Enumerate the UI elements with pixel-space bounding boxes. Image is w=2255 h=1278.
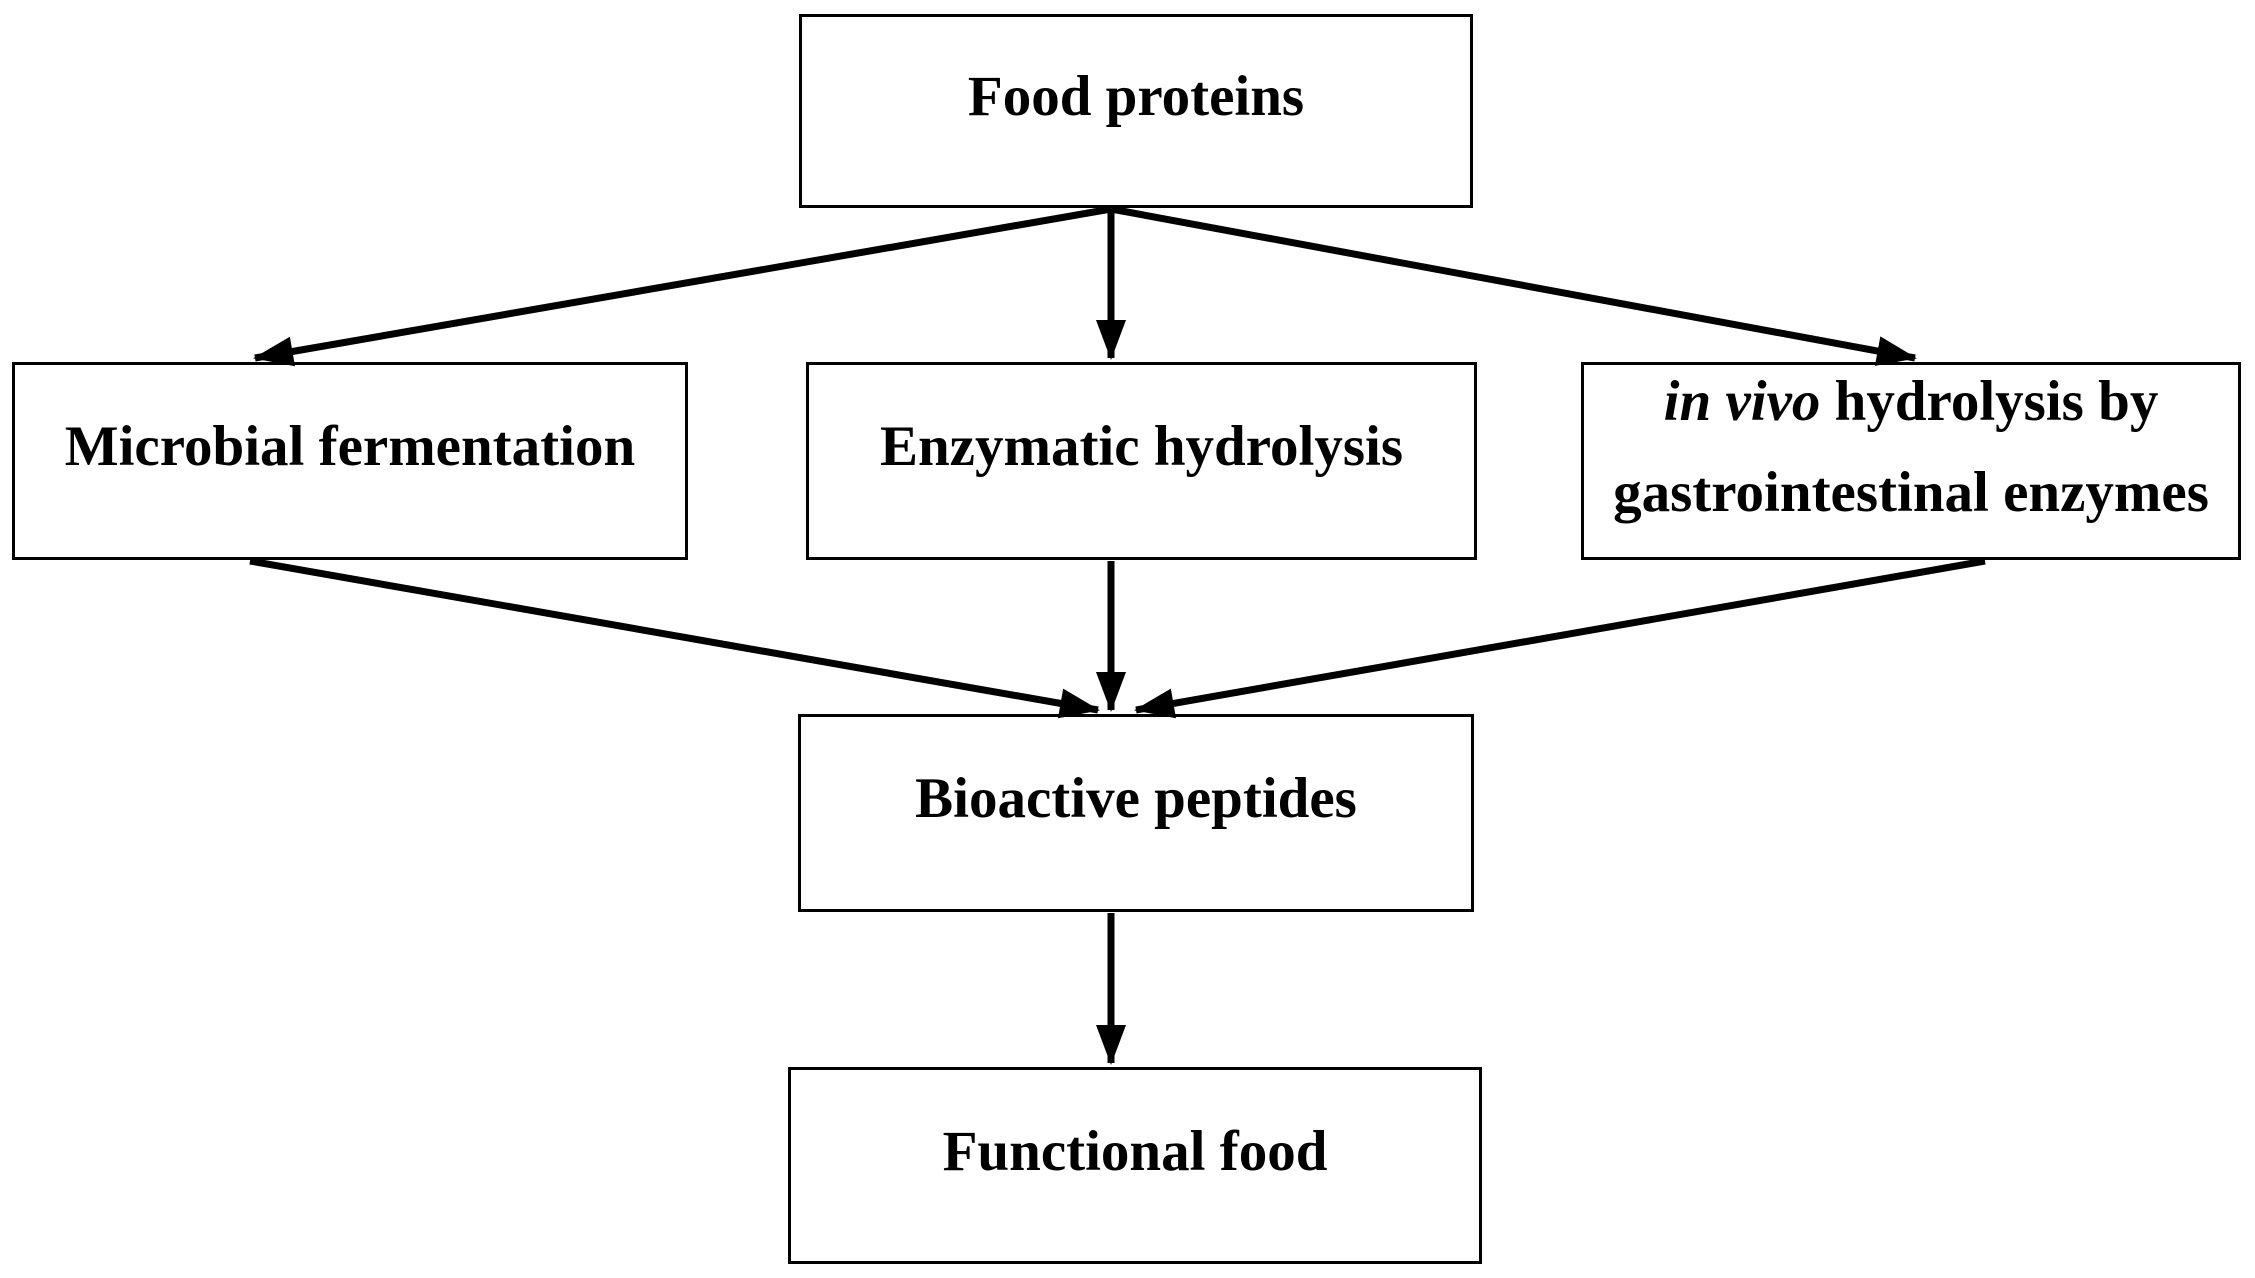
node-bioactive-peptides: Bioactive peptides	[798, 714, 1474, 912]
node-microbial-fermentation-label: Microbial fermentation	[64, 415, 636, 479]
node-bioactive-peptides-label: Bioactive peptides	[915, 767, 1357, 831]
arrow-food-to-microbial	[253, 205, 1112, 367]
node-enzymatic-hydrolysis: Enzymatic hydrolysis	[806, 362, 1477, 560]
node-food-proteins-label: Food proteins	[967, 65, 1305, 129]
arrow-microbial-to-bioactive	[249, 557, 1100, 719]
node-functional-food-label: Functional food	[942, 1119, 1328, 1183]
node-in-vivo-hydrolysis-label-line2: gastrointestinal enzymes	[1613, 461, 2209, 524]
node-in-vivo-hydrolysis-label-line1: in vivo hydrolysis by	[1664, 356, 2159, 447]
node-functional-food: Functional food	[788, 1067, 1482, 1264]
node-enzymatic-hydrolysis-label: Enzymatic hydrolysis	[879, 415, 1404, 479]
arrow-invivo-to-bioactive	[1134, 557, 1986, 719]
node-in-vivo-hydrolysis: in vivo hydrolysis by gastrointestinal e…	[1581, 362, 2241, 560]
node-microbial-fermentation: Microbial fermentation	[12, 362, 688, 560]
in-vivo-line1-rest-text: hydrolysis by	[1820, 369, 2159, 433]
node-food-proteins: Food proteins	[799, 14, 1473, 208]
arrow-food-to-invivo	[1110, 205, 1917, 366]
in-vivo-italic-text: in vivo	[1663, 369, 1821, 433]
